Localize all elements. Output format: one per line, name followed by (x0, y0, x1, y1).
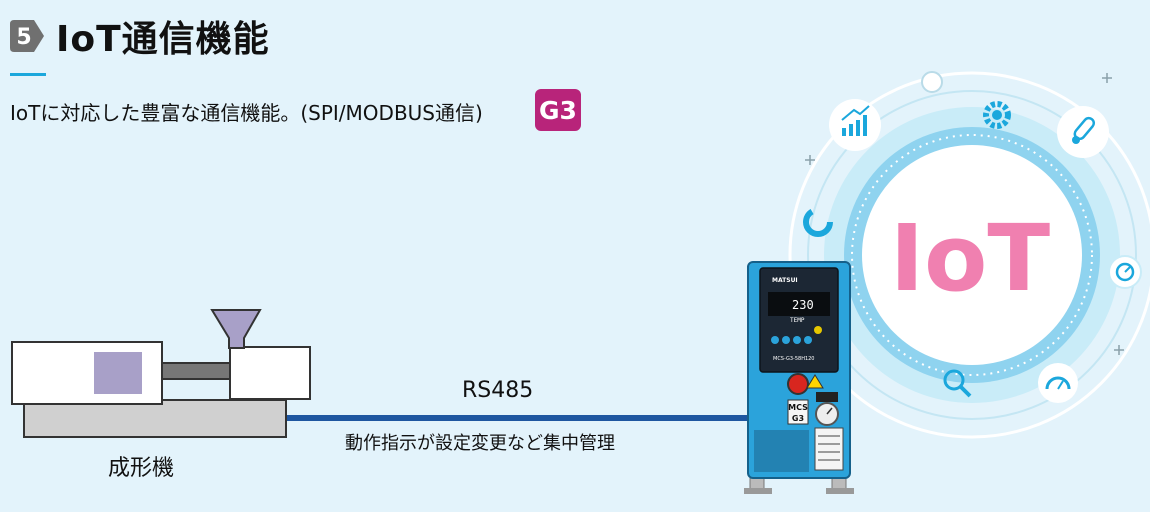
series-badge-bottom: G3 (792, 414, 804, 423)
controller-model-plate: MCS-G3-58H120 (773, 356, 815, 362)
machine-label: 成形機 (108, 456, 175, 481)
section-number-badge: 5 (10, 20, 44, 52)
controller-brand: MATSUI (772, 277, 798, 284)
rs485-cable (280, 415, 752, 421)
series-badge-top: MCS (788, 403, 808, 412)
molding-machine (11, 309, 311, 438)
chart-up-icon (829, 99, 881, 151)
iot-label: IoT (890, 205, 1050, 312)
controller-display-value: 230 (792, 298, 814, 312)
cable-label: RS485 (462, 378, 534, 403)
thermometer-icon (1057, 106, 1109, 158)
gauge-icon (1108, 255, 1142, 289)
iot-hub-graphic: IoT (788, 71, 1150, 439)
page-title: IoT通信機能 (56, 19, 270, 60)
plus-icon (805, 73, 1124, 355)
gear-icon (983, 101, 1011, 129)
section-number: 5 (16, 25, 31, 50)
ring-chart-icon (803, 207, 833, 237)
page-subtitle: IoTに対応した豊富な通信機能。(SPI/MODBUS通信) (10, 101, 483, 125)
speedometer-icon (1038, 363, 1078, 403)
g3-badge: G3 (535, 89, 581, 131)
node-dot-icon (921, 71, 943, 93)
temperature-controller: MATSUI 230 TEMP MCS-G3-58H120 MCS G3 (744, 261, 854, 494)
controller-display-sub: TEMP (790, 317, 805, 324)
search-icon (943, 369, 972, 398)
cable-description: 動作指示が設定変更など集中管理 (345, 433, 615, 454)
title-underline (10, 73, 46, 76)
